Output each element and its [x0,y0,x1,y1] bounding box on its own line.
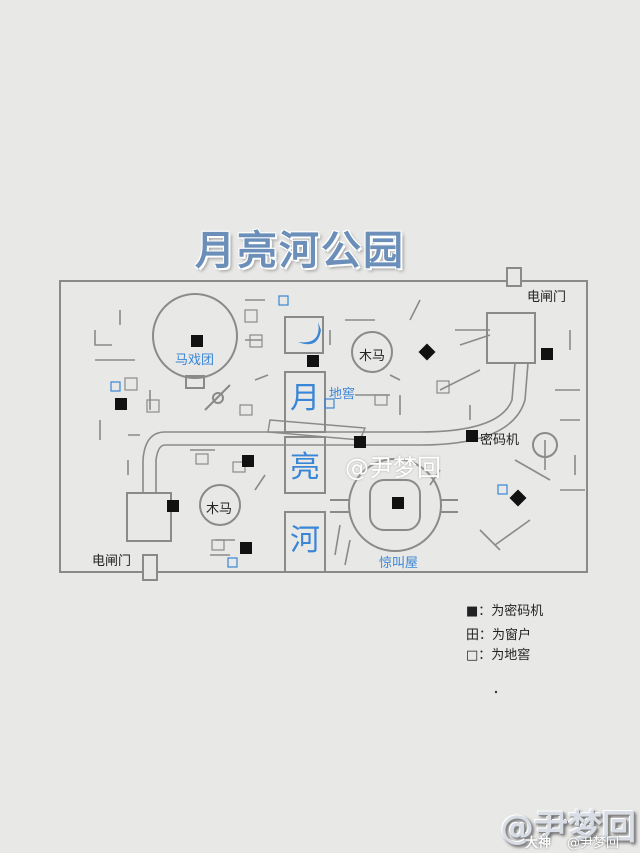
dungeon-symbol: □ [466,648,479,663]
river-char-2: 亮 [290,450,320,485]
gate-top [506,267,522,287]
river-char-3: 河 [290,523,320,558]
cipher-machine [167,500,179,512]
legend-text: ：为窗户 [479,628,532,643]
cipher-symbol: ■ [466,604,479,619]
dungeon-marker [278,295,289,306]
window-symbol: 田 [466,628,480,643]
legend-dungeon: □：为地窖 [466,644,530,663]
cipher-machine [191,335,203,347]
cipher-machine [354,436,366,448]
carousel-top [351,331,393,373]
cipher-label: 密码机 [480,433,520,448]
legend-cipher: ■：为密码机 [466,600,543,619]
circus-building [152,293,238,379]
carousel-top-label: 木马 [359,349,386,364]
building-bottom-left [126,492,172,542]
bottom-watermark: @尹梦回 [500,808,636,848]
legend-text: ：为地窖 [478,648,531,663]
haunted-house-label: 惊叫屋 [379,556,419,571]
haunted-house-ring [348,458,442,552]
legend-window: 田：为窗户 [466,624,531,643]
gate-bottom [142,554,158,581]
gate-top-label: 电闸门 [527,290,567,305]
gate-bottom-label: 电闸门 [92,554,132,569]
cipher-machine [466,430,478,442]
cipher-machine [307,355,319,367]
dungeon-marker [324,398,335,409]
river-char-1: 月 [290,381,320,416]
dungeon-marker [497,484,508,495]
cellar-label: 地窖 [329,387,356,402]
cipher-machine [242,455,254,467]
cipher-machine [509,489,527,507]
moon-icon [298,322,321,345]
map-title: 月亮河公园 [195,228,405,274]
handle-watermark: @尹梦回 [567,836,620,851]
cipher-machine [115,398,127,410]
carousel-bottom-label: 木马 [206,502,233,517]
center-watermark: @尹梦回 [345,454,441,482]
legend-text: ：为密码机 [478,604,544,619]
carousel-bottom [199,484,241,526]
brand-watermark: 大神 [525,836,552,851]
dungeon-marker [227,557,238,568]
building-top-right [486,312,536,364]
cipher-machine [392,497,404,509]
dungeon-marker [110,381,121,392]
pipe [142,362,529,493]
circus-label: 马戏团 [175,353,215,368]
cipher-machine [541,348,553,360]
cipher-machine [240,542,252,554]
cipher-machine [418,343,436,361]
moon-box [284,316,324,354]
